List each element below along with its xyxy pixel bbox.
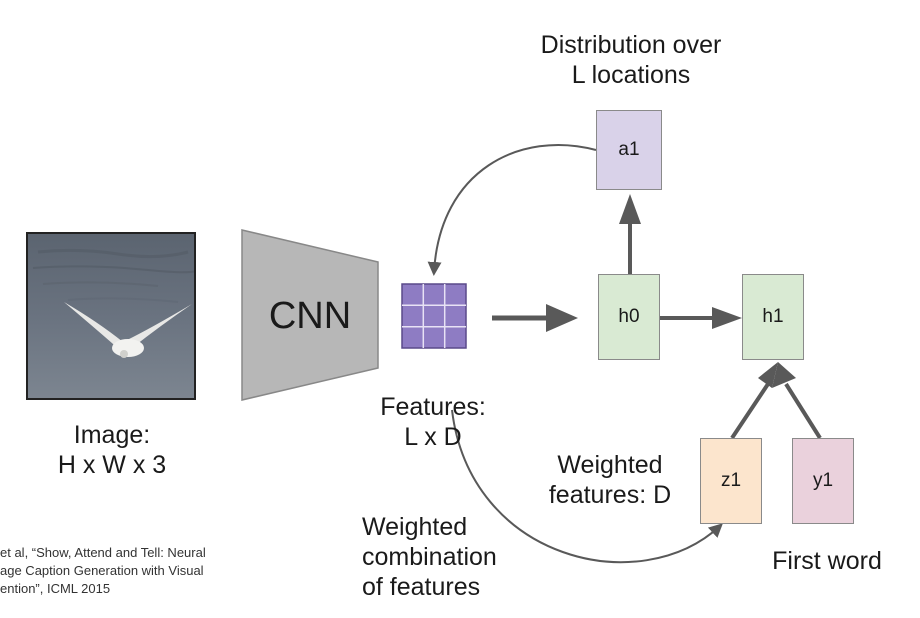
citation-line-2: age Caption Generation with Visual bbox=[0, 563, 204, 578]
node-y1: y1 bbox=[792, 438, 854, 524]
distribution-caption-line-1: Distribution over bbox=[540, 31, 722, 59]
a1-to-features-curve bbox=[427, 144, 597, 276]
image-caption-line-2: H x W x 3 bbox=[57, 451, 167, 479]
features-caption-line-1: Features: bbox=[380, 393, 486, 421]
features-to-z1-curve bbox=[451, 409, 723, 564]
y1-to-h1-arrow bbox=[784, 382, 822, 440]
cnn-label: CNN bbox=[268, 295, 352, 337]
node-z1: z1 bbox=[700, 438, 762, 524]
h0-to-h1-arrowhead bbox=[712, 307, 742, 329]
weighted-combination-caption: Weighted combination of features bbox=[362, 512, 532, 602]
z1-to-h1-arrow bbox=[730, 382, 770, 440]
node-a1: a1 bbox=[596, 110, 662, 190]
feature-grid bbox=[401, 283, 467, 349]
weighted-features-caption: Weighted features: D bbox=[530, 450, 690, 510]
weighted-features-caption-line-2: features: D bbox=[548, 481, 672, 509]
y1-to-h1-arrowhead bbox=[772, 362, 796, 388]
features-caption-line-2: L x D bbox=[404, 423, 462, 451]
weighted-combination-caption-line-1: Weighted bbox=[362, 513, 468, 541]
h0-to-a1-arrowhead bbox=[619, 194, 641, 224]
features-to-h0-arrowhead bbox=[546, 304, 578, 332]
cnn-shape bbox=[241, 229, 379, 401]
bird-image bbox=[26, 232, 196, 400]
image-caption-line-1: Image: bbox=[73, 421, 151, 449]
image-caption: Image: H x W x 3 bbox=[26, 420, 198, 480]
node-h0: h0 bbox=[598, 274, 660, 360]
first-word-caption: First word bbox=[772, 547, 882, 575]
node-h1: h1 bbox=[742, 274, 804, 360]
features-caption: Features: L x D bbox=[358, 392, 508, 452]
distribution-caption: Distribution over L locations bbox=[506, 30, 756, 90]
weighted-combination-caption-line-3: of features bbox=[362, 573, 481, 601]
bird-photo-drawing bbox=[28, 234, 194, 398]
citation-line-3: ention”, ICML 2015 bbox=[0, 581, 111, 596]
z1-to-h1-arrowhead bbox=[758, 362, 778, 388]
distribution-caption-line-2: L locations bbox=[571, 61, 691, 89]
citation-line-1: et al, “Show, Attend and Tell: Neural bbox=[0, 545, 206, 560]
weighted-combination-caption-line-2: combination bbox=[362, 543, 497, 571]
weighted-features-caption-line-1: Weighted bbox=[557, 451, 663, 479]
citation: et al, “Show, Attend and Tell: Neural ag… bbox=[0, 544, 300, 598]
